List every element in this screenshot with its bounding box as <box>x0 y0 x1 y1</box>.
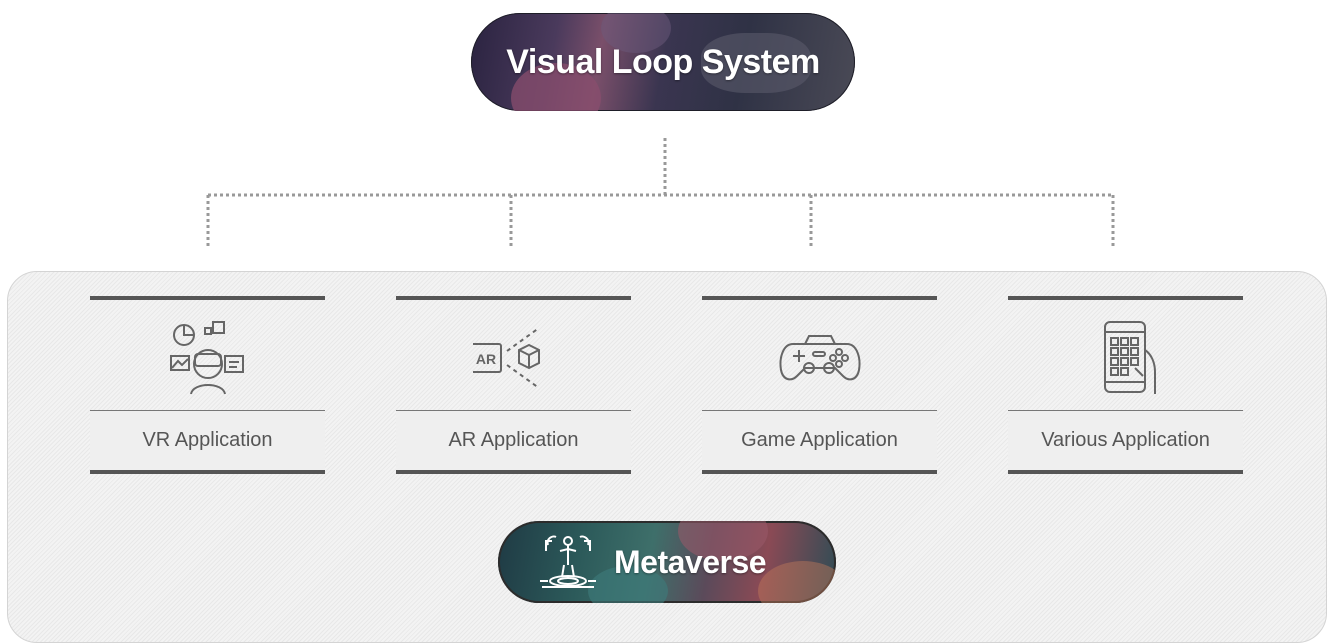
gamepad-icon <box>779 335 861 381</box>
metaverse-footer: Metaverse <box>498 521 836 603</box>
metaverse-label: Metaverse <box>614 543 767 580</box>
card-various-application: Various Application <box>1008 296 1243 476</box>
card-ar-application: AR AR Application <box>396 296 631 476</box>
header-title: Visual Loop System <box>506 42 820 81</box>
vr-headset-user-icon <box>170 321 244 395</box>
card-game-application: Game Application <box>702 296 937 476</box>
ar-application-label: AR Application <box>396 411 631 470</box>
visual-loop-system-header: Visual Loop System <box>471 13 855 111</box>
tablet-hand-icon <box>1104 321 1156 394</box>
svg-text:AR: AR <box>476 351 496 367</box>
card-vr-application: VR Application <box>90 296 325 476</box>
metaverse-avatar-icon <box>540 535 596 588</box>
ar-cube-icon: AR <box>473 327 540 389</box>
connector-lines <box>206 138 1115 248</box>
game-application-label: Game Application <box>702 411 937 470</box>
various-application-label: Various Application <box>1008 411 1243 470</box>
vr-application-label: VR Application <box>90 411 325 470</box>
